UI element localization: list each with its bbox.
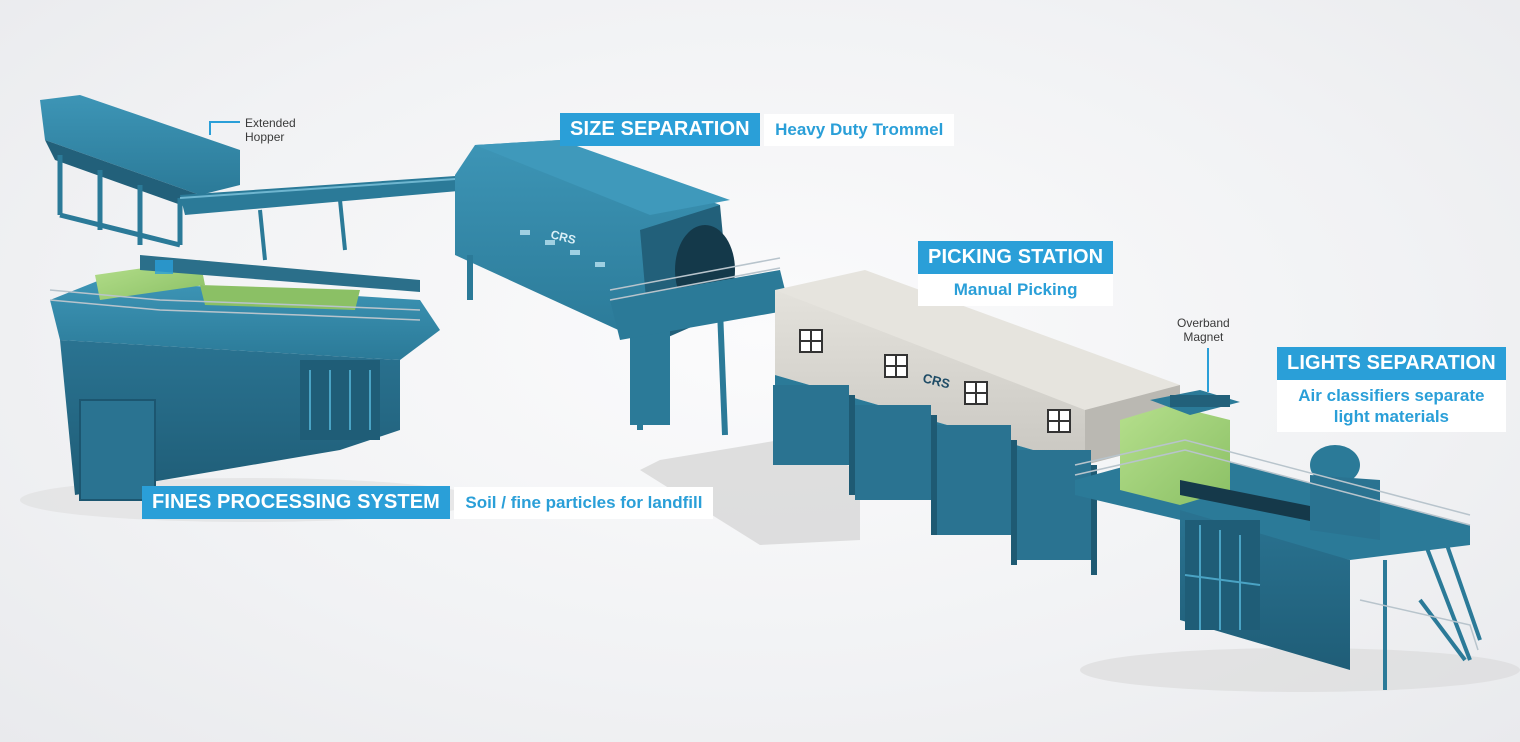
extended-hopper-label-line1: Extended [245, 116, 296, 130]
picking-station-callout: PICKING STATION Manual Picking [918, 241, 1114, 306]
trommel [455, 140, 735, 436]
fines-processing-callout: FINES PROCESSING SYSTEM Soil / fine part… [142, 486, 714, 519]
walkway [609, 257, 790, 340]
picking-station-logo: CRS [921, 370, 952, 391]
overband-magnet-label-line1: Overband [1177, 316, 1230, 330]
fines-processing-subtitle: Soil / fine particles for landfill [454, 487, 714, 519]
lights-separation-subtitle-line1: Air classifiers separate [1298, 386, 1485, 405]
hopper-leader-line [209, 121, 240, 135]
picking-station [773, 270, 1180, 575]
extended-hopper-label-line2: Hopper [245, 130, 285, 144]
size-separation-title: SIZE SEPARATION [560, 113, 760, 146]
fines-processing-title: FINES PROCESSING SYSTEM [142, 486, 450, 519]
feed-conveyor [179, 175, 471, 261]
overband-magnet-label: Overband Magnet [1177, 316, 1230, 344]
lights-separation-subtitle: Air classifiers separate light materials [1277, 380, 1506, 432]
overband-magnet-label-line2: Magnet [1183, 330, 1224, 344]
lights-separation-platform [1074, 390, 1482, 690]
size-separation-subtitle: Heavy Duty Trommel [764, 114, 955, 146]
extended-hopper-label: Extended Hopper [245, 116, 296, 144]
picking-station-subtitle: Manual Picking [918, 274, 1114, 306]
size-separation-callout: SIZE SEPARATION Heavy Duty Trommel [560, 113, 955, 146]
picking-station-title: PICKING STATION [918, 241, 1114, 274]
trommel-logo: CRS [549, 227, 577, 247]
fines-processing-system [49, 255, 440, 501]
lights-separation-title: LIGHTS SEPARATION [1277, 347, 1506, 380]
lights-separation-callout: LIGHTS SEPARATION Air classifiers separa… [1277, 347, 1506, 432]
lights-separation-subtitle-line2: light materials [1333, 407, 1449, 426]
extended-hopper [40, 95, 240, 248]
